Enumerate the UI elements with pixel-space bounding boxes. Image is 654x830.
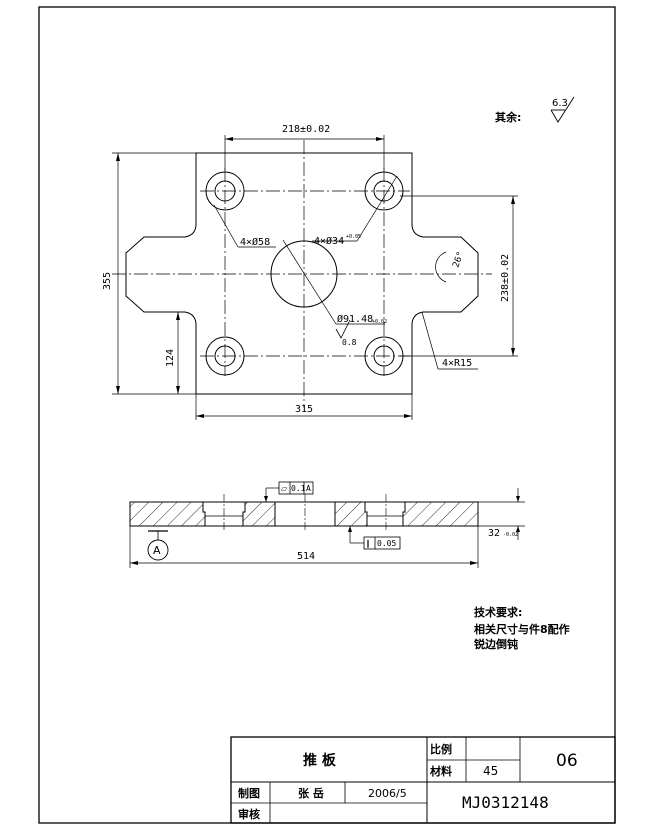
tech-req-heading: 技术要求: (474, 605, 522, 619)
scale-label: 比例 (430, 742, 452, 756)
hole-top-right (364, 171, 404, 211)
material-value: 45 (483, 764, 498, 778)
roughness-rest-value: 6.3 (552, 98, 568, 109)
drawn-by: 张 岳 (298, 786, 324, 800)
section-hatch-right (402, 501, 479, 527)
part-name: 推 板 (303, 752, 337, 769)
tech-req-line1: 相关尺寸与件8配作 (474, 622, 570, 636)
label-angle: 26° (451, 250, 466, 269)
material-label: 材料 (430, 764, 452, 778)
hole-top-left (205, 171, 245, 211)
check-label: 审核 (238, 807, 260, 821)
flatness-symbol: ⏥ (281, 484, 288, 493)
plate-outline (125, 152, 479, 395)
hole-bottom-left (205, 336, 245, 376)
drawn-label: 制图 (238, 786, 260, 800)
roughness-symbol (550, 96, 575, 123)
top-view (112, 135, 518, 420)
dim-thickness: 32 (488, 528, 500, 539)
title-block (230, 736, 616, 824)
sheet-number: 06 (556, 751, 578, 771)
dim-hole-spacing-x: 218±0.02 (282, 124, 330, 135)
dim-thickness-tol: -0.02 (503, 532, 518, 538)
flatness-tolerance: 0.1 (291, 484, 306, 493)
roughness-rest-label: 其余: (495, 110, 521, 124)
dim-lower-offset: 124 (165, 349, 176, 367)
parallel-tolerance: 0.05 (377, 539, 396, 548)
drawing-date: 2006/5 (368, 787, 407, 800)
tech-req-line2: 锐边倒钝 (474, 637, 518, 651)
dim-body-width: 315 (295, 404, 313, 415)
roughness-note: 其余: 6.3 (495, 96, 575, 124)
datum-label: A (153, 544, 161, 557)
center-hole-roughness: 0.8 (342, 338, 357, 347)
label-through-hole: 4×Ø34 (314, 235, 344, 247)
label-counterbore: 4×Ø58 (240, 236, 270, 248)
drawing-number: MJ0312148 (462, 793, 549, 812)
label-center-hole: Ø91.48 (337, 313, 373, 325)
center-hole (270, 240, 338, 308)
label-radius: 4×R15 (442, 358, 472, 369)
dim-total-height: 355 (102, 272, 113, 290)
label-center-hole-tol: +0.02 (372, 319, 387, 325)
dim-hole-spacing-y: 238±0.02 (500, 254, 511, 302)
dim-total-width: 514 (297, 551, 315, 562)
flatness-datum: A (306, 484, 311, 493)
section-hatch-left (129, 501, 206, 527)
section-view (129, 481, 525, 568)
parallel-symbol: ∥ (366, 539, 370, 548)
label-through-hole-tol: +0.05 (346, 234, 361, 240)
